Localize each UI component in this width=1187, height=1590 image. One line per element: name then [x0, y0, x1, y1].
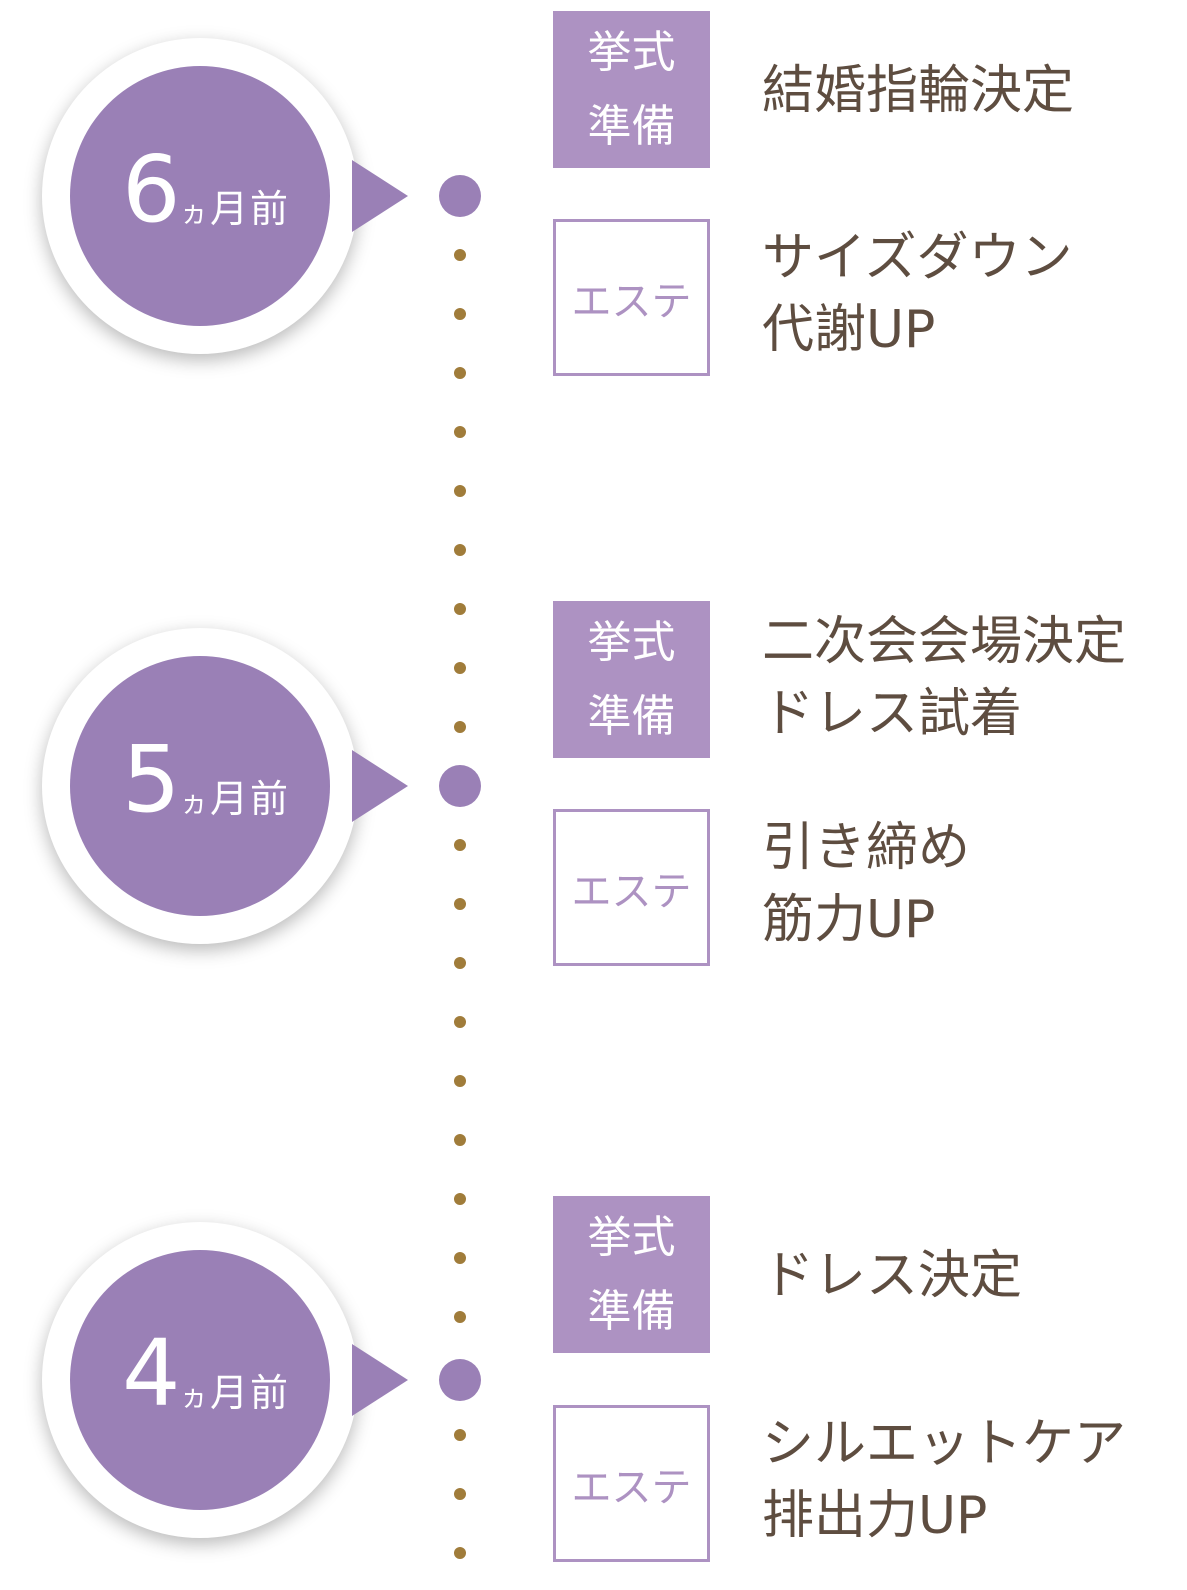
wedding-prep-items: 結婚指輪決定 — [762, 55, 1074, 127]
timeline-node — [439, 1359, 481, 1401]
timeline-dot — [454, 721, 466, 733]
tag-line: 準備 — [587, 1285, 676, 1337]
item-text: ドレス試着 — [762, 684, 1023, 744]
month-unit: ヵ月前 — [180, 190, 290, 228]
tag-line: 挙式 — [587, 1211, 676, 1263]
pointer-arrow-icon — [352, 750, 408, 822]
timeline-dot — [454, 544, 466, 556]
tag-line: 挙式 — [587, 26, 676, 78]
timeline-dot — [454, 485, 466, 497]
month-badge-circle: 4 ヵ月前 — [70, 1250, 330, 1510]
timeline-dot — [454, 839, 466, 851]
wedding-prep-tag: 挙式準備 — [553, 11, 710, 168]
month-number: 5 — [122, 726, 181, 833]
month-unit-rest: 月前 — [210, 187, 291, 231]
esthe-tag: エステ — [553, 809, 710, 966]
wedding-prep-items: 二次会会場決定 ドレス試着 — [762, 606, 1126, 750]
month-unit-ka: ヵ — [180, 786, 211, 819]
pointer-arrow-icon — [352, 1344, 408, 1416]
month-unit: ヵ月前 — [180, 1374, 290, 1412]
timeline-dot — [454, 603, 466, 615]
wedding-prep-items: ドレス決定 — [762, 1240, 1022, 1312]
item-text: サイズダウン — [762, 228, 1073, 288]
month-badge-6: 6 ヵ月前 — [42, 38, 358, 354]
tag-line: 準備 — [587, 100, 676, 152]
pointer-arrow-icon — [352, 160, 408, 232]
month-badge-4: 4 ヵ月前 — [42, 1222, 358, 1538]
esthe-items: 引き締め 筋力UP — [762, 812, 970, 956]
month-badge-circle: 6 ヵ月前 — [70, 66, 330, 326]
item-text: 引き締め — [762, 818, 971, 878]
esthe-items: シルエットケア 排出力UP — [762, 1408, 1126, 1552]
esthe-tag: エステ — [553, 1405, 710, 1562]
month-badge-5: 5 ヵ月前 — [42, 628, 358, 944]
month-unit-rest: 月前 — [210, 777, 291, 821]
timeline-dot — [454, 1429, 466, 1441]
timeline-node — [439, 175, 481, 217]
timeline-dot — [454, 1134, 466, 1146]
timeline-dot — [454, 1016, 466, 1028]
esthe-items: サイズダウン 代謝UP — [762, 222, 1072, 366]
timeline-dot — [454, 426, 466, 438]
month-unit-ka: ヵ — [180, 196, 211, 229]
month-number: 6 — [122, 136, 181, 243]
timeline-dot — [454, 1311, 466, 1323]
timeline-dot — [454, 662, 466, 674]
timeline-dot — [454, 1075, 466, 1087]
timeline-dot — [454, 1252, 466, 1264]
timeline-dot — [454, 898, 466, 910]
timeline-dot — [454, 308, 466, 320]
timeline-dot — [454, 1547, 466, 1559]
item-text: 筋力UP — [762, 890, 936, 950]
timeline-dot — [454, 1488, 466, 1500]
item-text: 代謝UP — [762, 300, 936, 360]
item-text: 排出力UP — [762, 1486, 988, 1546]
timeline-dot — [454, 249, 466, 261]
esthe-tag: エステ — [553, 219, 710, 376]
item-text: シルエットケア — [762, 1414, 1127, 1474]
timeline-dot — [454, 367, 466, 379]
timeline-dot — [454, 957, 466, 969]
timeline-dot — [454, 1193, 466, 1205]
month-unit-rest: 月前 — [210, 1371, 291, 1415]
wedding-prep-tag: 挙式準備 — [553, 1196, 710, 1353]
item-text: ドレス決定 — [762, 1246, 1023, 1306]
month-unit-ka: ヵ — [180, 1380, 211, 1413]
timeline-node — [439, 765, 481, 807]
month-unit: ヵ月前 — [180, 780, 290, 818]
month-number: 4 — [122, 1320, 181, 1427]
item-text: 結婚指輪決定 — [762, 61, 1075, 121]
tag-line: 準備 — [587, 690, 676, 742]
item-text: 二次会会場決定 — [762, 612, 1127, 672]
tag-line: 挙式 — [587, 616, 676, 668]
month-badge-circle: 5 ヵ月前 — [70, 656, 330, 916]
wedding-prep-tag: 挙式準備 — [553, 601, 710, 758]
